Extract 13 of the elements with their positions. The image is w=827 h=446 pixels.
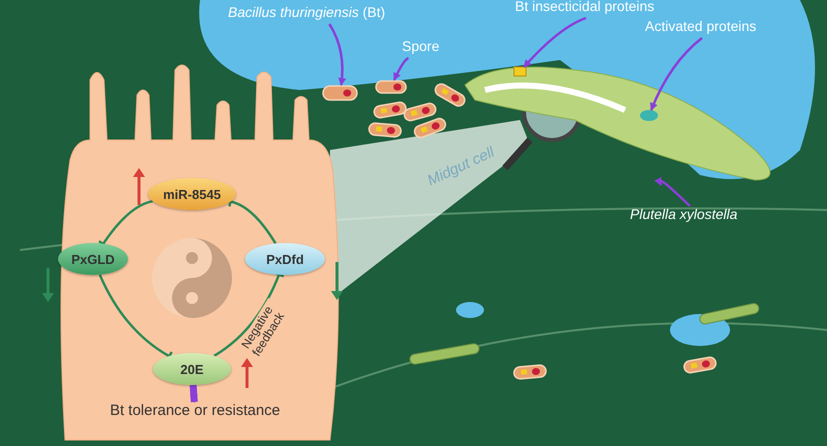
callout-label: Activated proteins <box>645 18 785 38</box>
inhibition-line <box>214 272 284 357</box>
leader-arrow <box>393 56 410 81</box>
leader-arrow <box>523 16 586 68</box>
callout-label: Spore <box>402 38 457 58</box>
leader-arrow <box>654 176 691 207</box>
callout-label: Bt insecticidal proteins <box>515 0 715 18</box>
callout-label: Bacillus thuringiensis (Bt) <box>228 4 418 24</box>
outcome-text: Bt tolerance or resistance <box>105 402 285 424</box>
arrow <box>190 384 198 403</box>
leader-arrow <box>650 37 703 111</box>
leader-arrow <box>328 23 346 86</box>
callout-label: Plutella xylostella <box>630 206 770 226</box>
